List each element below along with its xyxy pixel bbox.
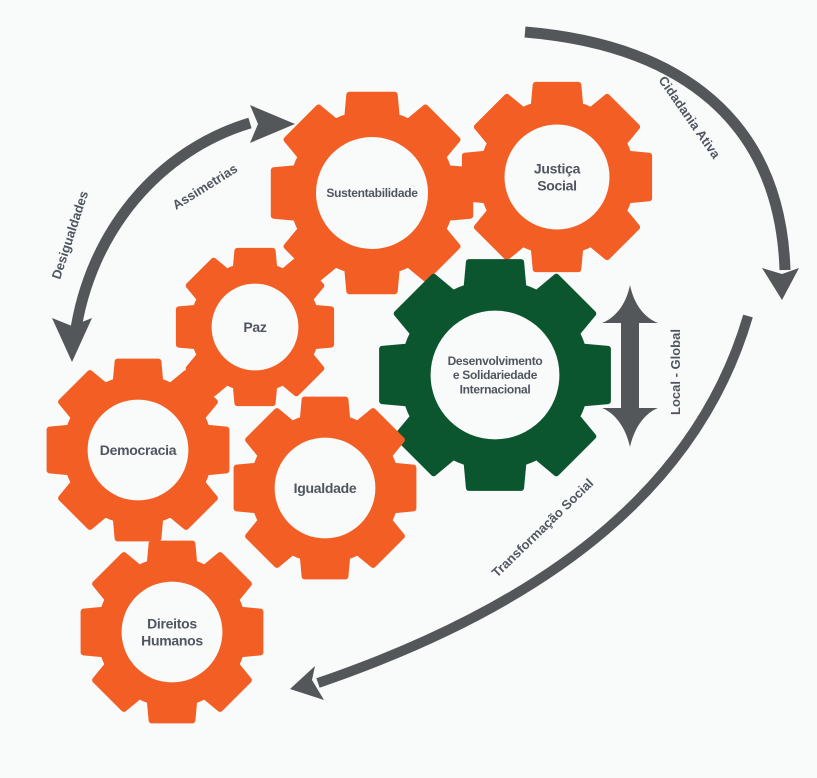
gear-center — [316, 137, 428, 249]
gear-igualdade: Igualdade — [233, 396, 417, 580]
gear-center — [504, 124, 610, 230]
arrowhead-left — [290, 666, 324, 700]
gears-group: SustentabilidadeJustiçaSocialPazDesenvol… — [46, 81, 653, 724]
gear-center — [274, 437, 376, 539]
gear-center — [430, 310, 560, 440]
label-local-global: Local - Global — [668, 329, 683, 415]
label-assimetrias: Assimetrias — [170, 161, 240, 213]
arrowhead-right — [250, 105, 295, 143]
double-arrow — [602, 285, 658, 447]
gear-label: Internacional — [460, 383, 531, 397]
gear-label: Democracia — [100, 442, 177, 458]
gear-center — [121, 581, 223, 683]
gear-label: Social — [537, 177, 576, 193]
arrowhead-down — [52, 318, 92, 362]
arrowhead-down — [762, 268, 799, 300]
gear-label: Igualdade — [294, 480, 357, 496]
gear-center — [87, 399, 189, 501]
gear-label: Direitos — [147, 616, 197, 632]
gear-sustentabilidade: Sustentabilidade — [270, 91, 474, 295]
arrow-shaft — [69, 117, 252, 336]
gear-label: e Solidariedade — [453, 368, 538, 382]
gear-label: Humanos — [141, 632, 203, 648]
gear-label: Sustentabilidade — [326, 186, 418, 200]
gear-paz: Paz — [175, 247, 335, 407]
arrow-shaft — [316, 314, 753, 688]
gear-label: Paz — [243, 319, 267, 335]
label-transformacao-social: Transformação Social — [489, 476, 597, 581]
arrow-shaft — [524, 26, 791, 271]
label-desigualdades: Desigualdades — [49, 189, 92, 281]
arrow-local-global: Local - Global — [602, 285, 683, 447]
gear-label: Desenvolvimento — [448, 354, 543, 368]
gear-democracia: Democracia — [46, 358, 230, 542]
gear-label: Justiça — [534, 161, 581, 177]
gear-center — [211, 283, 299, 371]
